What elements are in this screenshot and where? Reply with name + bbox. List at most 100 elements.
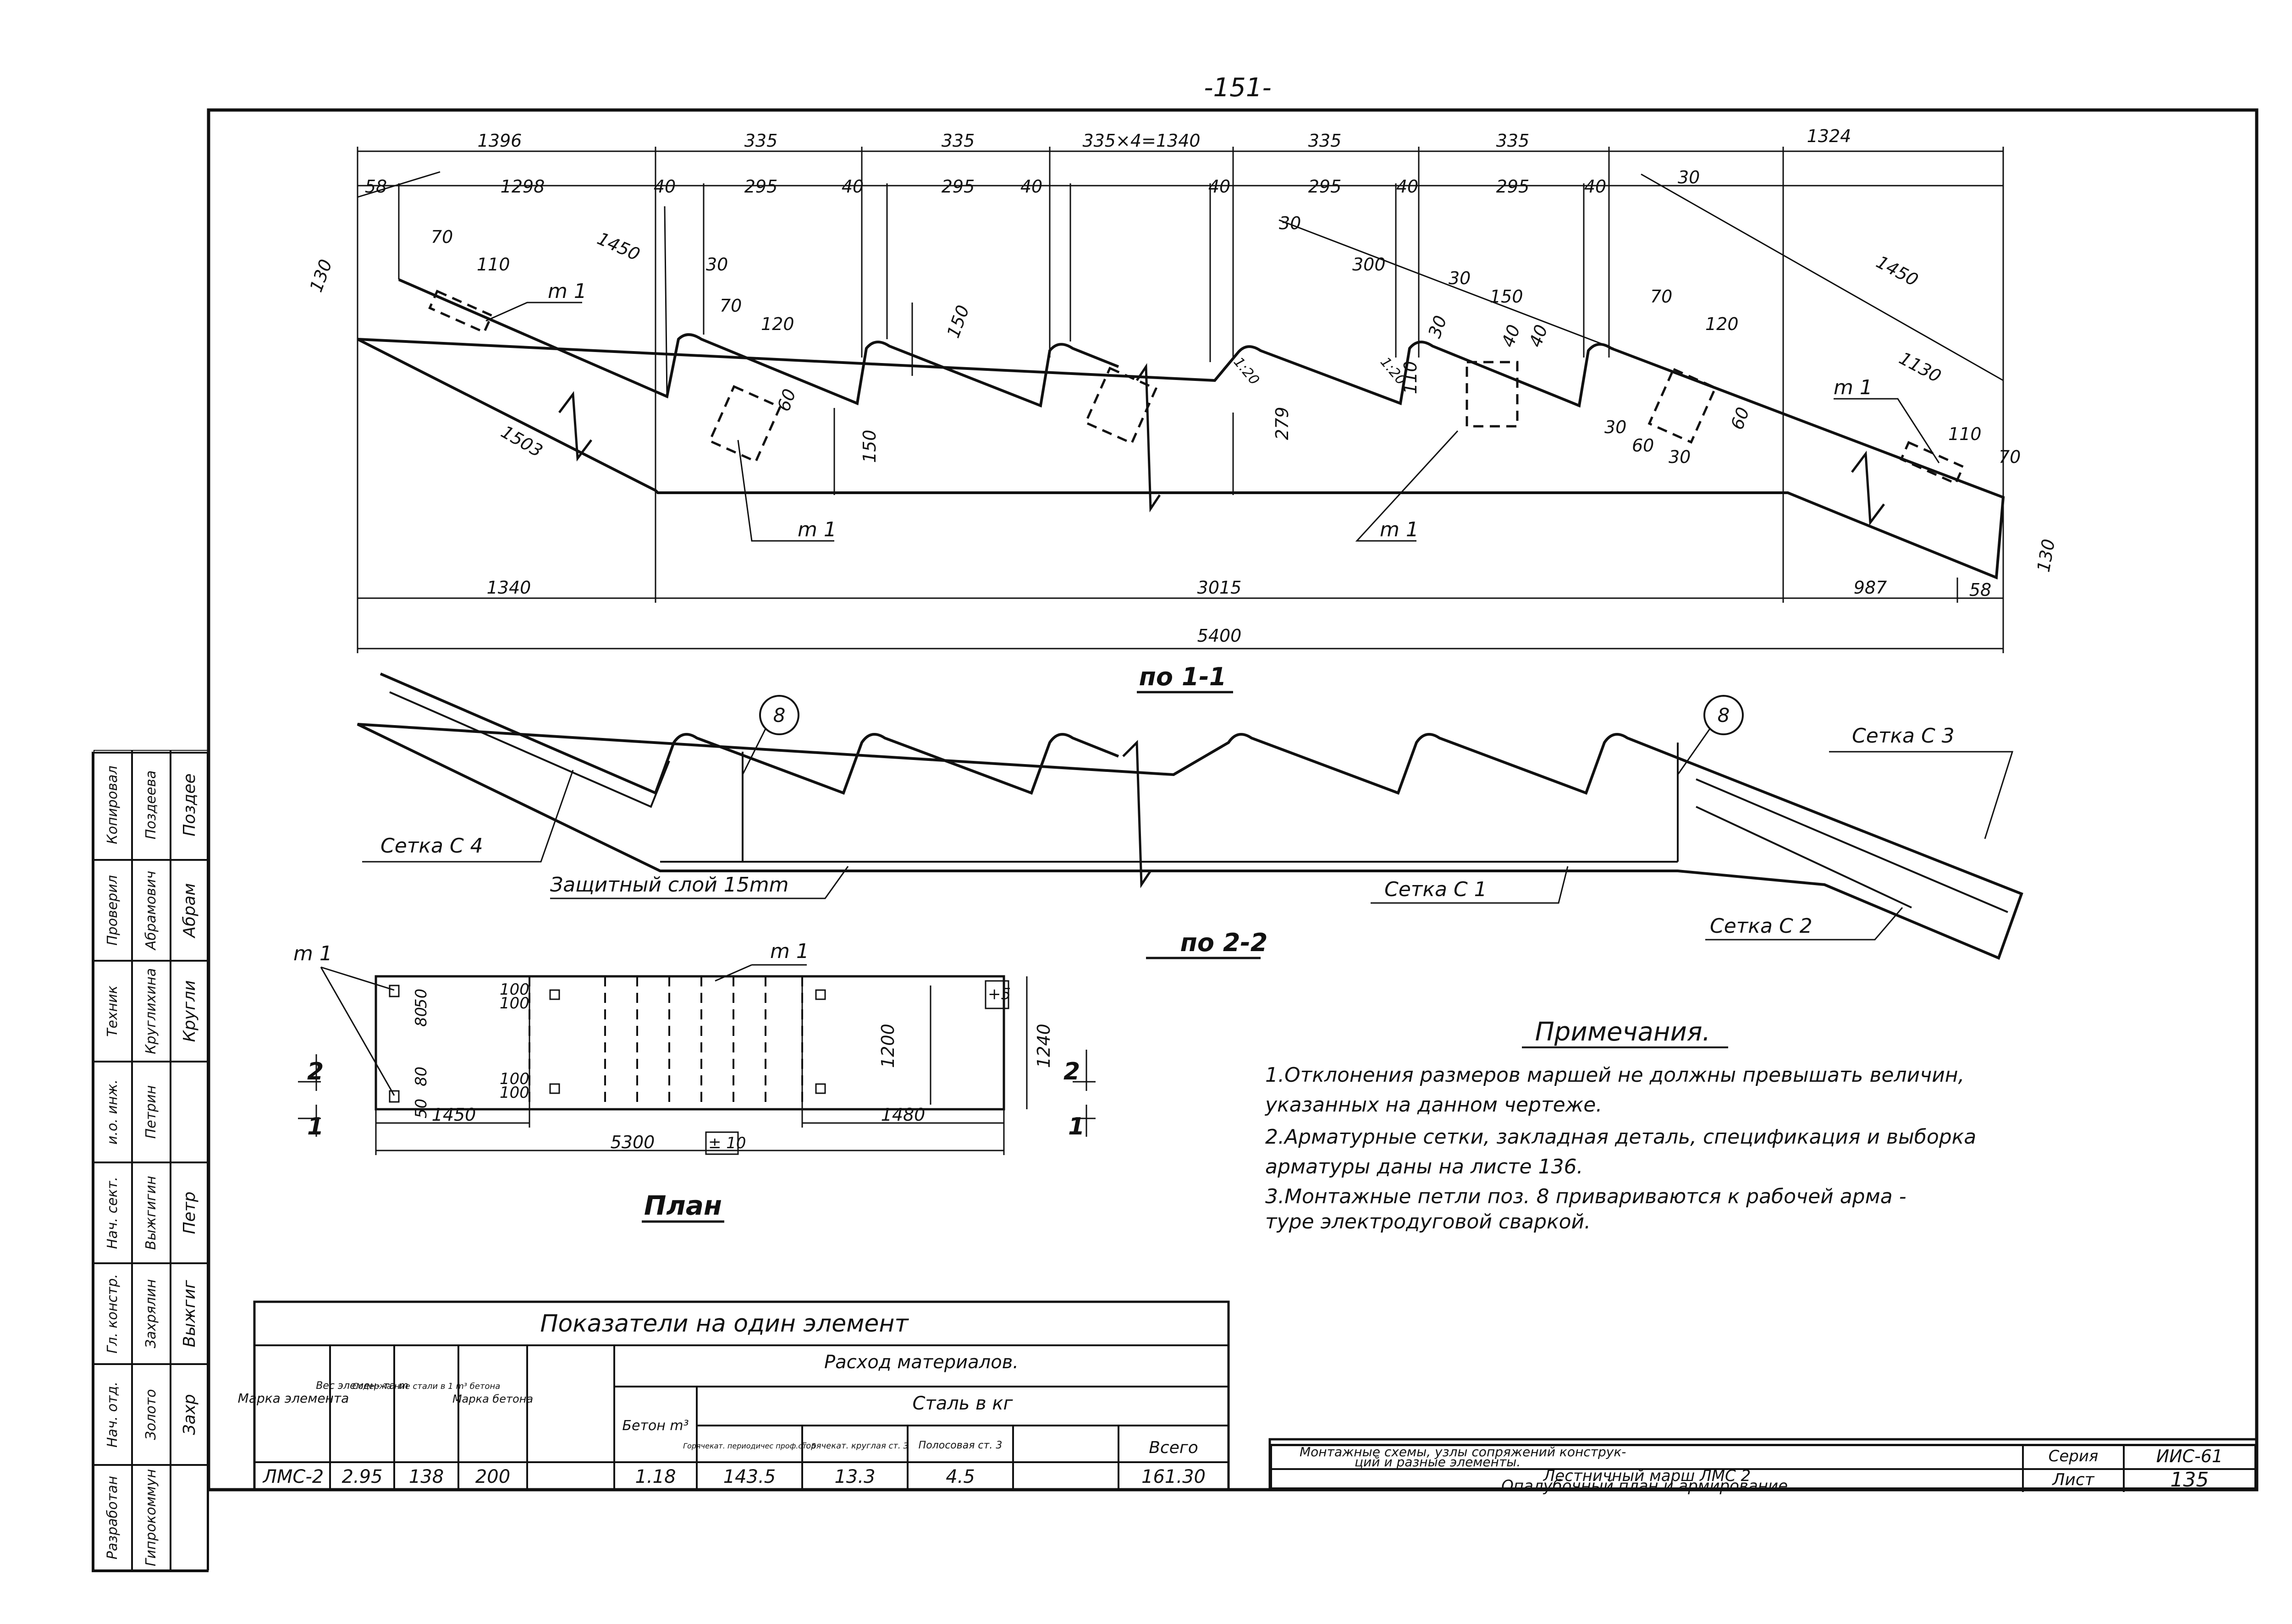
dim-sub: 295 xyxy=(942,176,975,197)
th-strip: Полосовая ст. 3 xyxy=(919,1440,1003,1451)
stamp-role: и.о. инж. xyxy=(94,1062,132,1162)
plan-dim: 5300 xyxy=(611,1132,655,1152)
embedded-part xyxy=(1900,440,1965,485)
stamp-name: Поздеева xyxy=(132,750,171,860)
note-line: арматуры даны на листе 136. xyxy=(1265,1155,1583,1178)
dim-detail: 110 xyxy=(1948,424,1982,444)
dim-sub: 40 xyxy=(1208,176,1230,197)
note-line: 3.Монтажные петли поз. 8 привариваются к… xyxy=(1265,1185,1906,1208)
section-mark: 1 xyxy=(307,1113,324,1140)
note-line: указанных на данном чертеже. xyxy=(1264,1093,1602,1117)
section-title-2-2: по 2-2 xyxy=(1180,928,1268,957)
mesh-label-c3: Сетка С 3 xyxy=(1852,724,1955,748)
th-weight: Вес элемен- та m xyxy=(316,1380,408,1392)
stamp-role: Проверил xyxy=(94,860,132,961)
dim-detail: 60 xyxy=(1727,405,1753,432)
section-2-2: 8 8 Сетка С 3 Сетка С 4 Защитный слой 15… xyxy=(357,672,2023,960)
embedded-part xyxy=(1647,367,1717,444)
stamp-role: Копировал xyxy=(94,750,132,860)
dim-detail: 150 xyxy=(1490,286,1523,307)
section-mark: 2 xyxy=(1063,1058,1080,1085)
td-hot-periodic: 143.5 xyxy=(723,1466,776,1487)
sheet-frame xyxy=(207,108,2259,1492)
series-label: Серия xyxy=(2024,1446,2125,1470)
section-1-1: 1396 335 335 335×4=1340 335 335 1324 58 … xyxy=(306,126,2059,694)
note-line: туре электродуговой сваркой. xyxy=(1265,1210,1591,1233)
title-stamp: Монтажные схемы, узлы сопряжений констру… xyxy=(1270,1444,2257,1494)
notes-title: Примечания. xyxy=(1535,1017,1711,1047)
dim-top: 335 xyxy=(1496,131,1530,151)
stamp-role: Гл. констр. xyxy=(94,1263,132,1364)
dim-sub: 295 xyxy=(744,176,778,197)
embed-label: m 1 xyxy=(293,942,332,965)
stamp-subtitle-line: ций и разные элементы. xyxy=(1355,1454,1521,1470)
stair-profile-1-1 xyxy=(357,278,2005,580)
embed-label: m 1 xyxy=(798,518,837,541)
dim-detail: 300 xyxy=(1352,254,1386,275)
dim-sub: 40 xyxy=(1584,176,1606,197)
dim-detail: 150 xyxy=(943,303,973,341)
td-weight: 2.95 xyxy=(342,1466,382,1487)
dim-bottom: 3015 xyxy=(1197,578,1242,598)
stamp-role: Нач. отд. xyxy=(94,1364,132,1465)
plan-dim: 100 xyxy=(500,1070,529,1088)
plan-dim: ± 10 xyxy=(708,1134,746,1152)
dim-detail: 30 xyxy=(1449,268,1471,288)
dim-bottom: 1340 xyxy=(487,578,531,598)
side-stamp: Разработан Гипрокоммун Нач. отд. Золото … xyxy=(92,750,209,1572)
note-line: 2.Арматурные сетки, закладная деталь, сп… xyxy=(1265,1125,1976,1149)
dim-detail: 1:20 xyxy=(1230,354,1262,388)
stamp-subtitle: Монтажные схемы, узлы сопряжений констру… xyxy=(1272,1446,2024,1470)
plan-dim: 50 xyxy=(412,989,430,1008)
dim-detail: 30 xyxy=(1424,313,1451,341)
plan-dim: 80 xyxy=(412,1067,430,1086)
dim-detail: 70 xyxy=(431,227,453,247)
dim-sub: 40 xyxy=(654,176,676,197)
section-mark: 2 xyxy=(307,1058,324,1085)
dim-detail: 70 xyxy=(1999,447,2021,467)
dim-sub: 40 xyxy=(1020,176,1042,197)
stamp-name: Золото xyxy=(132,1364,171,1465)
stamp-role: Техник xyxy=(94,961,132,1062)
page-number: -151- xyxy=(1204,73,1271,103)
dim-detail: 1130 xyxy=(1896,348,1945,386)
mesh-label-c1: Сетка С 1 xyxy=(1384,878,1487,901)
dim-sub: 58 xyxy=(365,176,387,197)
developed-label: Разработан xyxy=(94,1465,132,1570)
dim-bottom: 987 xyxy=(1854,578,1887,598)
plan-title: План xyxy=(644,1190,722,1221)
dim-sub: 295 xyxy=(1308,176,1342,197)
stamp-signature: Захр xyxy=(171,1364,209,1465)
stamp-name: Захрялин xyxy=(132,1263,171,1364)
dim-detail: 1503 xyxy=(498,422,546,461)
plan-outline xyxy=(375,975,1005,1111)
dim-detail: 110 xyxy=(477,254,510,275)
mesh-label-c4: Сетка С 4 xyxy=(380,834,483,858)
embed-label: m 1 xyxy=(548,280,587,303)
dim-detail: 60 xyxy=(1632,435,1654,456)
plan-dim: 1480 xyxy=(881,1105,926,1125)
loop-mark-label: 8 xyxy=(773,704,786,727)
dim-detail: 60 xyxy=(773,386,800,414)
dim-detail: 1450 xyxy=(1873,252,1922,290)
th-steel: Содержа ние стали в 1 m³ бетона xyxy=(353,1382,501,1391)
stair-profile-2-2 xyxy=(357,672,2023,960)
td-concrete-mark: 200 xyxy=(475,1466,510,1487)
td-mark: ЛМС-2 xyxy=(262,1466,324,1487)
notes: Примечания. 1.Отклонения размеров маршей… xyxy=(1264,1017,1976,1233)
dim-top: 335×4=1340 xyxy=(1082,131,1200,151)
dim-top: 1324 xyxy=(1807,126,1851,146)
dim-top: 335 xyxy=(942,131,975,151)
tolerance-box xyxy=(705,1131,739,1155)
dim-detail: 30 xyxy=(706,254,728,275)
dim-sub: 40 xyxy=(842,176,864,197)
stamp-signature: Абрам xyxy=(171,860,209,961)
sheet-value: 135 xyxy=(2170,1468,2209,1492)
embed-label: m 1 xyxy=(1380,518,1419,541)
stamp-name: Круглихина xyxy=(132,961,171,1062)
stamp-name: Абрамович xyxy=(132,860,171,961)
embedded-part xyxy=(708,385,782,463)
td-strip: 4.5 xyxy=(946,1466,975,1487)
td-hot-round: 13.3 xyxy=(834,1466,875,1487)
